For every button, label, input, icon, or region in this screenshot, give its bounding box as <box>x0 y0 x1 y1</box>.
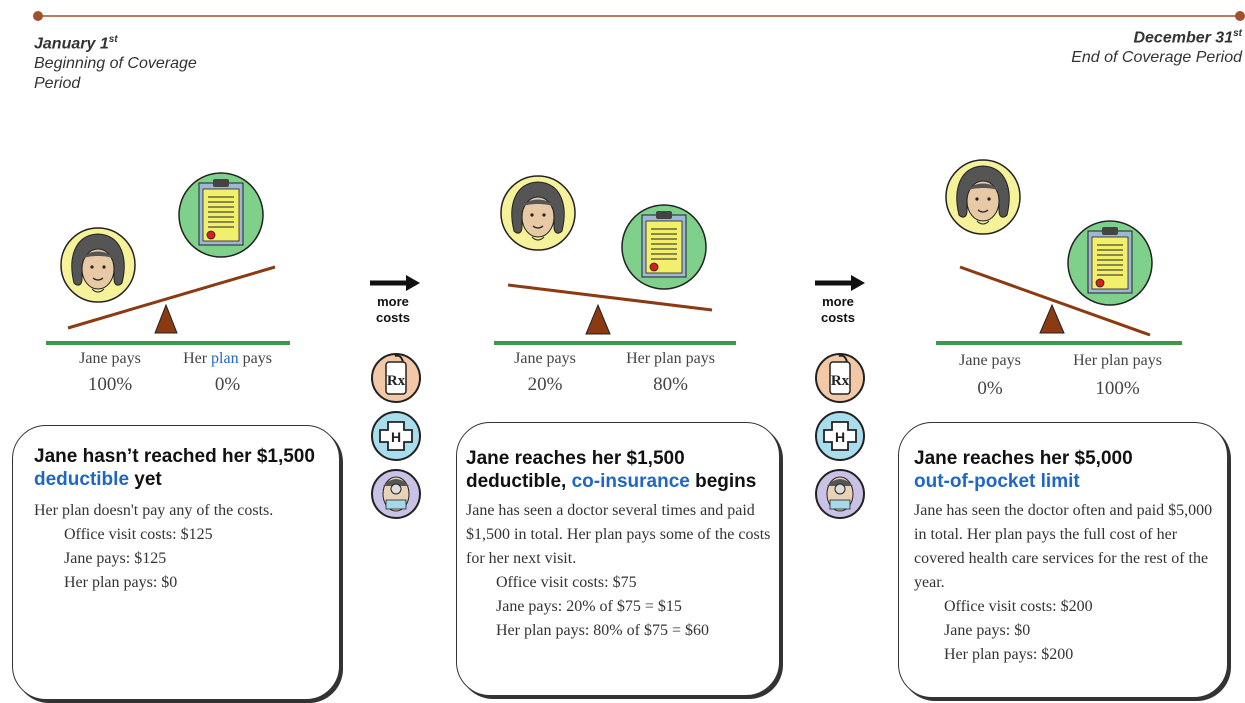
svg-text:Rx: Rx <box>387 373 406 389</box>
timeline-end-label: December 31st End of Coverage Period <box>1020 24 1242 68</box>
doctor-icon <box>371 469 421 519</box>
prescription-icon: Rx <box>815 353 865 403</box>
jane-face-icon <box>60 227 136 303</box>
stage3-line-plan: Her plan pays: $200 <box>944 646 1074 663</box>
stage1-card <box>12 425 340 700</box>
deductible-link[interactable]: deductible <box>34 469 130 490</box>
stage1-line-jane: Jane pays: $125 <box>64 550 167 567</box>
out-of-pocket-link[interactable]: out-of-pocket limit <box>914 471 1080 492</box>
stage2-line-office: Office visit costs: $75 <box>496 574 637 591</box>
cost-icons-1: Rx H <box>371 353 421 519</box>
prescription-icon: Rx <box>371 353 421 403</box>
end-date-sup: st <box>1233 28 1242 39</box>
timeline-end-dot <box>1235 11 1245 21</box>
hospital-icon: H <box>815 411 865 461</box>
right-arrow-icon <box>815 275 865 291</box>
svg-text:Rx: Rx <box>831 373 850 389</box>
clipboard-plan-icon <box>1067 220 1153 306</box>
stage3-plan-pct: 100% <box>1095 378 1140 399</box>
stage1-plan-pct: 0% <box>214 374 241 395</box>
stage1-scale <box>46 172 290 345</box>
stage3-intro: Jane has seen the doctor often and paid … <box>914 502 1213 591</box>
plan-link[interactable]: plan <box>211 350 239 367</box>
clipboard-plan-icon <box>621 204 707 290</box>
seesaw-beam <box>67 265 276 330</box>
end-date: December 31 <box>1133 29 1234 47</box>
timeline-start-dot <box>33 11 43 21</box>
stage3-jane-label: Jane pays <box>959 352 1021 369</box>
stage1-heading: Jane hasn’t reached her $1,500 deductibl… <box>34 446 315 490</box>
stage3-body: Jane has seen the doctor often and paid … <box>914 499 1214 667</box>
stage2-scale <box>494 175 736 345</box>
stage1-intro: Her plan doesn't pay any of the costs. <box>34 502 274 519</box>
stage2-jane-label: Jane pays <box>514 350 576 367</box>
stage2-plan-label: Her plan pays <box>626 350 715 367</box>
stage1-plan-label: Her plan pays <box>183 350 272 367</box>
start-subtitle: Beginning of Coverage Period <box>34 55 197 93</box>
cost-icons-2: Rx H <box>815 353 865 519</box>
svg-text:H: H <box>391 429 401 445</box>
stage3-line-jane: Jane pays: $0 <box>944 622 1031 639</box>
jane-face-icon <box>500 175 576 251</box>
fulcrum-icon <box>1039 303 1065 334</box>
stage2-jane-pct: 20% <box>527 374 563 395</box>
co-insurance-link[interactable]: co-insurance <box>571 471 690 492</box>
timeline-line <box>33 11 1245 21</box>
stage2-heading: Jane reaches her $1,500 deductible, co-i… <box>466 448 757 492</box>
right-arrow-icon <box>370 275 420 291</box>
stage3-scale <box>936 159 1182 345</box>
stage2-card <box>456 422 780 696</box>
stage1-line-office: Office visit costs: $125 <box>64 526 213 543</box>
start-date-sup: st <box>108 34 118 45</box>
fulcrum-icon <box>585 303 611 335</box>
stage1-body: Her plan doesn't pay any of the costs. O… <box>34 499 334 595</box>
seesaw-beam <box>959 265 1151 337</box>
stage1-jane-pct: 100% <box>87 374 133 395</box>
timeline-start-label: January 1st Beginning of Coverage Period <box>34 30 254 94</box>
stage3-card <box>898 422 1228 698</box>
stage3-jane-pct: 0% <box>977 378 1003 399</box>
stage2-line-plan: Her plan pays: 80% of $75 = $60 <box>496 622 709 639</box>
seesaw-beam <box>507 283 713 312</box>
stage2-body: Jane has seen a doctor several times and… <box>466 499 771 643</box>
stage3-heading: Jane reaches her $5,000 out-of-pocket li… <box>914 448 1133 492</box>
clipboard-plan-icon <box>178 172 264 258</box>
fulcrum-icon <box>154 303 178 334</box>
stage2-plan-pct: 80% <box>653 374 688 395</box>
end-subtitle: End of Coverage Period <box>1071 49 1242 67</box>
stage2-intro: Jane has seen a doctor several times and… <box>466 502 771 567</box>
hospital-icon: H <box>371 411 421 461</box>
stage3-line-office: Office visit costs: $200 <box>944 598 1093 615</box>
jane-face-icon <box>945 159 1021 235</box>
doctor-icon <box>815 469 865 519</box>
start-date: January 1 <box>34 35 109 53</box>
stage2-line-jane: Jane pays: 20% of $75 = $15 <box>496 598 682 615</box>
stage1-line-plan: Her plan pays: $0 <box>64 574 178 591</box>
stage3-plan-label: Her plan pays <box>1073 352 1162 369</box>
svg-text:H: H <box>835 429 845 445</box>
stage1-jane-label: Jane pays <box>79 350 141 367</box>
